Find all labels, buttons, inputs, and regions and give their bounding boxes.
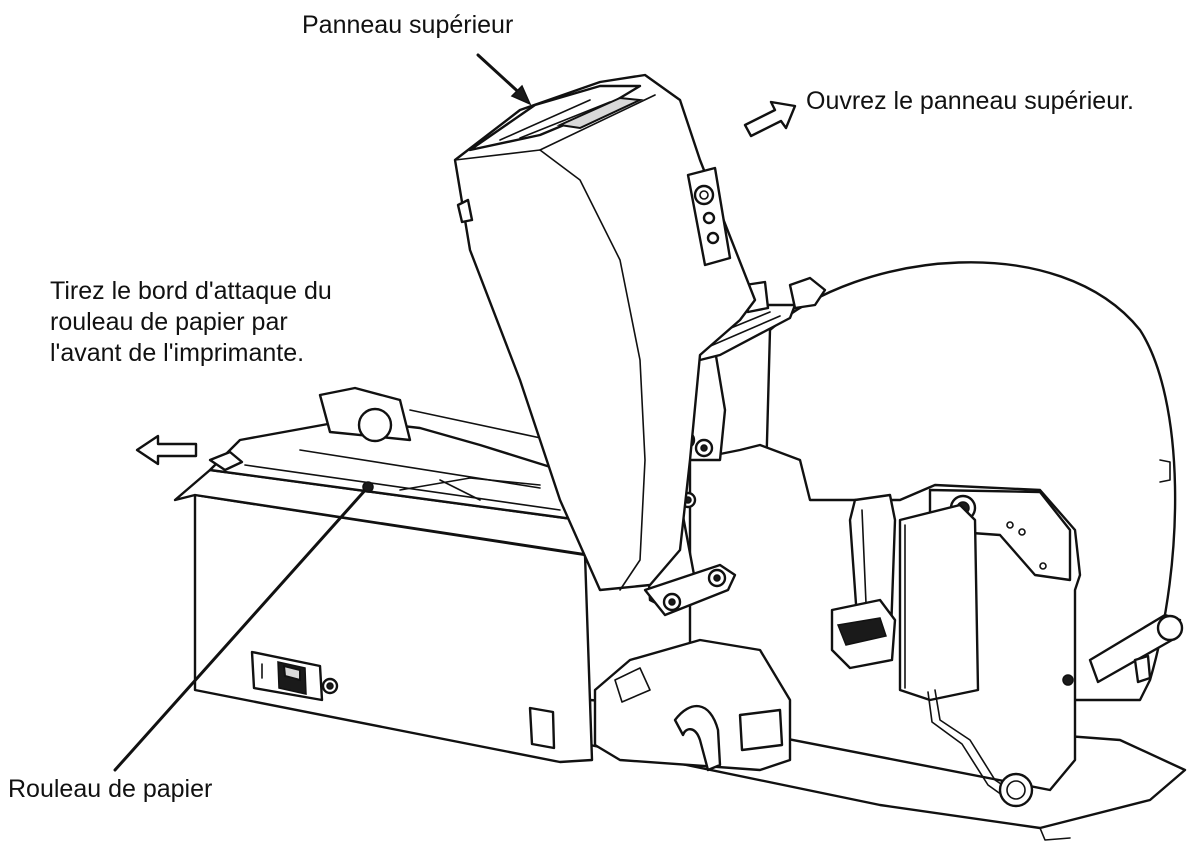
label-paper-roll: Rouleau de papier [8,775,213,803]
callout-line-paper-roll [113,485,370,772]
sensor-housing [898,503,980,702]
tray-tab [208,450,244,472]
cable-ring [998,772,1034,808]
pull-instruction-line: rouleau de papier par [50,308,288,336]
cable [934,689,1011,791]
hollow-arrow-right-icon [743,100,797,138]
power-button-icon [693,184,715,206]
base-foot [1039,827,1071,841]
spindle-end [1156,614,1184,642]
pull-instruction-line: Tirez le bord d'attaque du [50,277,332,305]
rear-knob [788,276,827,310]
lever-handle [673,704,722,772]
indicator-led [702,211,716,225]
top-panel [453,73,757,592]
label-pull-instruction: Tirez le bord d'attaque du rouleau de pa… [50,276,332,369]
indicator-led [706,231,720,245]
latch-clip [738,708,784,752]
label-top-panel: Panneau supérieur [302,11,514,39]
label-open-instruction: Ouvrez le panneau supérieur. [806,87,1134,115]
pull-instruction-line: l'avant de l'imprimante. [50,339,305,367]
frame-screw [1062,674,1074,686]
hollow-arrow-left-icon [135,434,198,466]
callout-arrowhead [510,84,532,106]
spindle-clip [1133,654,1152,684]
roll-edge-tab [1159,459,1171,483]
connector-port [528,706,556,750]
panel-side-tab [456,198,474,224]
callout-dot [362,481,374,493]
lower-mechanism [593,638,792,772]
